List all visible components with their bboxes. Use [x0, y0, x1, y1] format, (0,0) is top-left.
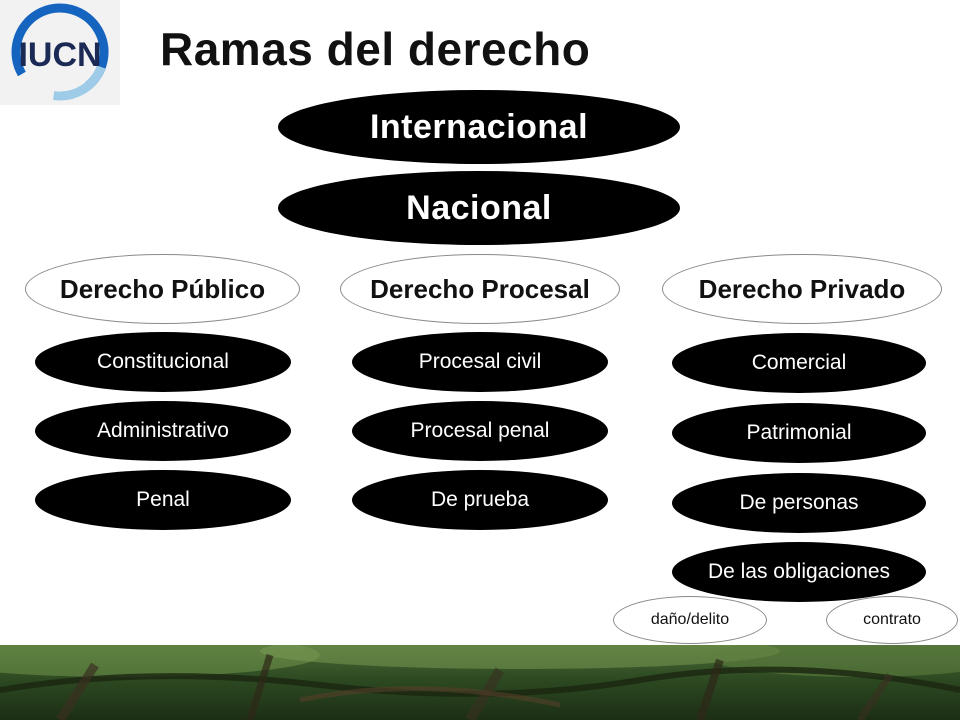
item-label: Constitucional [97, 350, 229, 373]
item-de-las-obligaciones: De las obligaciones [672, 542, 926, 602]
category-derecho-privado: Derecho Privado [662, 254, 942, 324]
subitem-label: daño/delito [650, 611, 730, 628]
item-label: Penal [136, 488, 190, 511]
forest-image [0, 645, 960, 720]
item-label: Procesal penal [410, 419, 550, 442]
slide-title: Ramas del derecho [160, 23, 591, 75]
item-label: De personas [739, 491, 859, 514]
item-patrimonial: Patrimonial [672, 403, 926, 463]
category-label: Derecho Privado [698, 273, 906, 304]
item-label: De las obligaciones [707, 560, 891, 583]
label-nacional: Nacional [406, 188, 552, 227]
category-label: Derecho Público [59, 273, 266, 304]
category-derecho-publico: Derecho Público [25, 254, 300, 324]
subitem-contrato: contrato [826, 596, 958, 644]
oval-internacional: Internacional [278, 90, 680, 164]
item-procesal-penal: Procesal penal [352, 401, 608, 461]
iucn-logo: IUCN [0, 0, 120, 105]
item-penal: Penal [35, 470, 291, 530]
item-de-personas: De personas [672, 473, 926, 533]
oval-nacional: Nacional [278, 171, 680, 245]
subitem-dano-delito: daño/delito [613, 596, 767, 644]
logo-text: IUCN [18, 36, 101, 74]
item-de-prueba: De prueba [352, 470, 608, 530]
category-derecho-procesal: Derecho Procesal [340, 254, 620, 324]
item-procesal-civil: Procesal civil [352, 332, 608, 392]
item-label: Comercial [751, 351, 847, 374]
item-label: Patrimonial [746, 421, 852, 444]
subitem-label: contrato [863, 611, 921, 628]
label-internacional: Internacional [369, 107, 589, 146]
item-label: Administrativo [97, 419, 229, 442]
category-label: Derecho Procesal [370, 273, 590, 304]
item-label: Procesal civil [418, 350, 542, 373]
item-administrativo: Administrativo [35, 401, 291, 461]
item-constitucional: Constitucional [35, 332, 291, 392]
item-label: De prueba [430, 488, 530, 511]
item-comercial: Comercial [672, 333, 926, 393]
